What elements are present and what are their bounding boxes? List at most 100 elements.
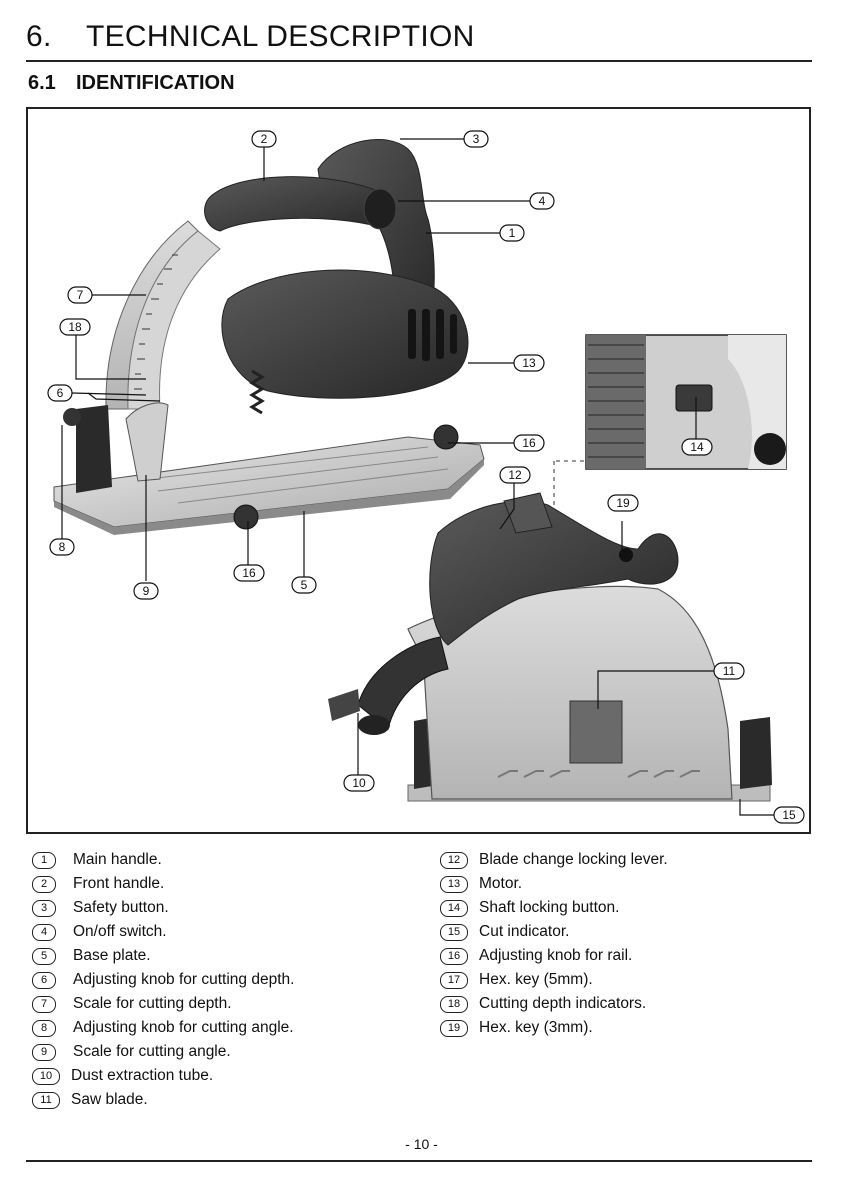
legend-number: 4 [32,923,56,941]
legend-number: 7 [32,995,56,1013]
legend-item: 2 Front handle. [32,872,164,896]
svg-text:11: 11 [723,664,736,678]
svg-text:18: 18 [68,320,82,334]
svg-text:12: 12 [508,468,522,482]
legend-text: Cut indicator. [479,923,570,940]
legend-number: 3 [32,899,56,917]
callout-5: 5 [291,576,317,594]
legend-number: 2 [32,875,56,893]
section-title: TECHNICAL DESCRIPTION [86,20,475,53]
legend-item: 12 Blade change locking lever. [440,848,668,872]
legend-text: Cutting depth indicators. [479,995,647,1012]
svg-text:2: 2 [261,132,268,146]
saw-front-view [53,138,485,535]
page-number: - 10 - [405,1136,438,1152]
legend-text: Adjusting knob for cutting depth. [73,971,295,988]
leader-lines [61,138,774,816]
svg-text:6: 6 [57,386,64,400]
subsection-number: 6.1 [28,72,56,94]
callout-11: 11 [713,662,745,680]
legend-number: 6 [32,971,56,989]
legend-number: 16 [440,947,468,965]
legend-number: 13 [440,875,468,893]
legend-number: 19 [440,1019,468,1037]
legend-number: 14 [440,899,468,917]
callout-4: 4 [529,192,555,210]
callout-18: 18 [59,318,91,336]
section-heading: 6.TECHNICAL DESCRIPTION [26,20,475,54]
legend-text: Main handle. [73,851,162,868]
legend-item: 19 Hex. key (3mm). [440,1016,593,1040]
legend-number: 5 [32,947,56,965]
legend-text: Saw blade. [71,1091,148,1108]
svg-text:10: 10 [352,776,366,790]
callout-3: 3 [463,130,489,148]
svg-text:9: 9 [143,584,150,598]
motor [221,269,469,399]
legend-text: Front handle. [73,875,165,892]
legend-item: 6 Adjusting knob for cutting depth. [32,968,294,992]
svg-text:7: 7 [77,288,84,302]
legend-item: 8 Adjusting knob for cutting angle. [32,1016,294,1040]
saw-side-view [328,492,772,802]
legend-number: 8 [32,1019,56,1037]
svg-text:1: 1 [509,226,516,240]
footer-rule [26,1160,812,1162]
svg-text:19: 19 [616,496,630,510]
legend-item: 11 Saw blade. [32,1088,148,1112]
legend-item: 9 Scale for cutting angle. [32,1040,231,1064]
callout-13: 13 [513,354,545,372]
svg-text:3: 3 [473,132,480,146]
legend-text: Adjusting knob for cutting angle. [73,1019,294,1036]
svg-text:14: 14 [690,440,704,454]
legend-text: Motor. [479,875,523,892]
legend-text: Hex. key (3mm). [479,1019,593,1036]
legend-number: 10 [32,1067,60,1085]
legend-text: Base plate. [73,947,151,964]
callout-2: 2 [251,130,277,148]
callout-8: 8 [49,538,75,556]
legend-item: 3 Safety button. [32,896,169,920]
legend-number: 12 [440,851,468,869]
callout-19: 19 [607,494,639,512]
identification-figure: 2 3 4 1 7 18 13 6 14 16 12 19 8 16 5 9 1… [26,107,811,834]
callout-12: 12 [499,466,531,484]
legend-item: 13 Motor. [440,872,522,896]
callout-16-top: 16 [513,434,545,452]
callout-15: 15 [773,806,805,824]
legend-number: 11 [32,1091,60,1109]
svg-text:15: 15 [782,808,796,822]
dust-extraction-tube [357,636,449,730]
svg-text:4: 4 [539,194,546,208]
legend-text: Safety button. [73,899,169,916]
callout-16-bottom: 16 [233,564,265,582]
callout-1: 1 [499,224,525,242]
legend-text: Blade change locking lever. [479,851,668,868]
legend-number: 17 [440,971,468,989]
svg-text:5: 5 [301,578,308,592]
svg-text:16: 16 [522,436,536,450]
legend-number: 9 [32,1043,56,1061]
legend-text: Adjusting knob for rail. [479,947,633,964]
legend-item: 16 Adjusting knob for rail. [440,944,632,968]
legend-text: Scale for cutting depth. [73,995,232,1012]
svg-text:13: 13 [522,356,536,370]
legend-item: 7 Scale for cutting depth. [32,992,232,1016]
depth-scale [134,254,178,390]
callout-14: 14 [681,438,713,456]
callout-7: 7 [67,286,93,304]
heading-rule [26,60,812,62]
legend-text: Hex. key (5mm). [479,971,593,988]
legend-number: 15 [440,923,468,941]
angle-scale [125,402,169,482]
legend-item: 17 Hex. key (5mm). [440,968,593,992]
svg-text:16: 16 [242,566,256,580]
legend-text: Scale for cutting angle. [73,1043,231,1060]
legend-item: 5 Base plate. [32,944,151,968]
svg-text:8: 8 [59,540,66,554]
